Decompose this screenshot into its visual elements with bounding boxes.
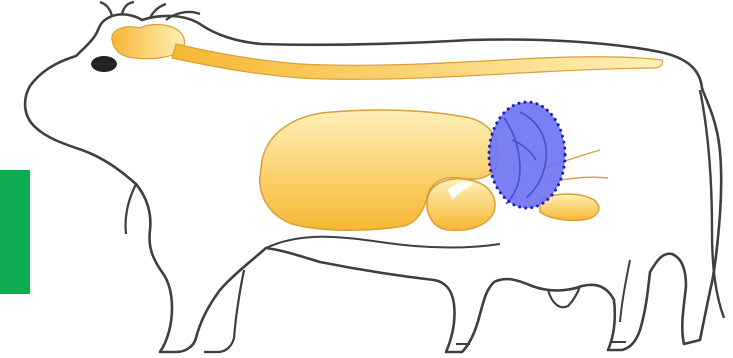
spinal-cord-shape xyxy=(172,44,663,79)
cow-eye-icon xyxy=(91,56,117,72)
highlighted-organ xyxy=(489,102,565,208)
